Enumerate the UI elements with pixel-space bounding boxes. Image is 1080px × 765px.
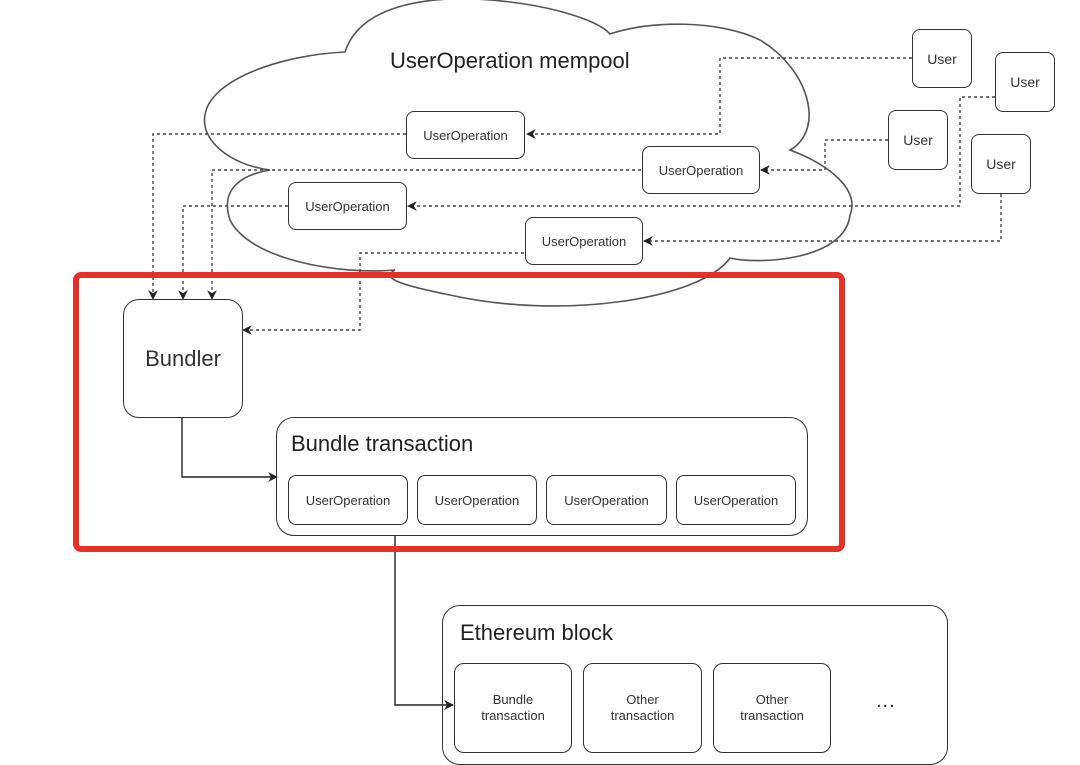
bundle-user-operation[interactable]: UserOperation — [676, 475, 796, 525]
mempool-user-operation[interactable]: UserOperation — [642, 146, 760, 194]
mempool-user-operation[interactable]: UserOperation — [406, 111, 525, 159]
connector-user4-uo4 — [643, 194, 1002, 246]
block-transaction[interactable]: Bundle transaction — [454, 663, 572, 753]
block-transaction[interactable]: Other transaction — [583, 663, 702, 753]
mempool-to-bundler-connectors — [148, 133, 641, 335]
connector-uo1-bundler — [148, 133, 406, 300]
more-transactions-ellipsis: ... — [876, 690, 896, 712]
connector-bundle-block — [394, 535, 454, 710]
user-node[interactable]: User — [995, 52, 1055, 112]
connector-bundler-bundle — [181, 418, 278, 482]
diagram-connectors — [148, 0, 1002, 710]
connector-uo2-bundler — [207, 169, 641, 300]
solid-connectors — [181, 418, 454, 710]
block-transaction-label: Other transaction — [610, 692, 675, 723]
mempool-cloud — [203, 0, 853, 307]
bundle-user-operation[interactable]: UserOperation — [417, 475, 537, 525]
bundler-node[interactable]: Bundler — [123, 299, 243, 418]
block-transaction[interactable]: Other transaction — [713, 663, 831, 753]
mempool-user-operation[interactable]: UserOperation — [525, 217, 643, 265]
bundle-transaction-container — [276, 417, 808, 536]
bundle-transaction-title: Bundle transaction — [291, 431, 474, 456]
connector-user3-uo2 — [760, 139, 888, 175]
ethereum-block-title: Ethereum block — [460, 620, 613, 645]
connector-user1-uo1 — [526, 57, 912, 139]
connector-user2-uo3 — [407, 96, 995, 211]
block-transaction-label: Other transaction — [740, 692, 804, 723]
bundle-user-operation[interactable]: UserOperation — [288, 475, 408, 525]
bundle-user-operation[interactable]: UserOperation — [546, 475, 667, 525]
user-node[interactable]: User — [888, 110, 948, 170]
block-transaction-label: Bundle transaction — [481, 692, 545, 723]
connector-uo3-bundler — [178, 205, 288, 300]
user-node[interactable]: User — [971, 134, 1031, 194]
user-node[interactable]: User — [912, 29, 972, 88]
mempool-user-operation[interactable]: UserOperation — [288, 182, 407, 230]
user-to-mempool-connectors — [407, 57, 1002, 246]
highlight-frame — [73, 272, 845, 552]
mempool-title: UserOperation mempool — [390, 48, 630, 73]
